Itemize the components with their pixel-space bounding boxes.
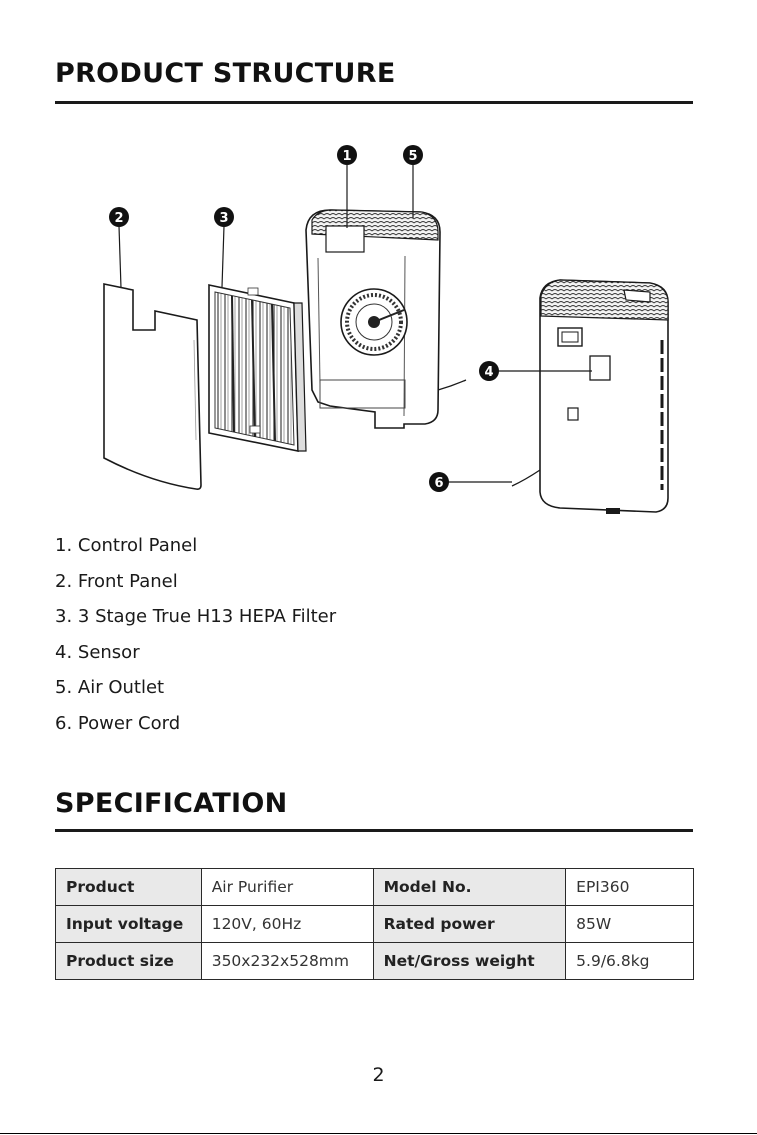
callout-6: 6 — [429, 472, 449, 492]
purifier-back-illustration — [512, 280, 668, 514]
spec-value: 120V, 60Hz — [201, 906, 373, 943]
parts-list: 1. Control Panel 2. Front Panel 3. 3 Sta… — [55, 532, 336, 745]
spec-value: 350x232x528mm — [201, 943, 373, 980]
callout-5: 5 — [403, 145, 423, 165]
callout-4: 4 — [479, 361, 499, 381]
spec-value: Air Purifier — [201, 869, 373, 906]
product-diagram: 1 5 2 3 4 6 — [0, 140, 757, 530]
structure-title: PRODUCT STRUCTURE — [55, 58, 396, 89]
page-number: 2 — [0, 1064, 757, 1086]
svg-text:1: 1 — [342, 149, 351, 164]
part-air-outlet: 5. Air Outlet — [55, 674, 336, 710]
svg-text:3: 3 — [219, 211, 228, 226]
part-hepa-filter: 3. 3 Stage True H13 HEPA Filter — [55, 603, 336, 639]
front-panel-illustration — [104, 284, 201, 489]
spec-label: Input voltage — [56, 906, 202, 943]
specification-title: SPECIFICATION — [55, 788, 288, 819]
specification-rule — [55, 829, 693, 832]
part-power-cord: 6. Power Cord — [55, 710, 336, 746]
table-row: Input voltage 120V, 60Hz Rated power 85W — [56, 906, 694, 943]
part-front-panel: 2. Front Panel — [55, 568, 336, 604]
page-bottom-rule — [0, 1133, 757, 1134]
specification-table: Product Air Purifier Model No. EPI360 In… — [55, 868, 694, 980]
spec-value: 85W — [566, 906, 694, 943]
callout-2: 2 — [109, 207, 129, 227]
spec-label: Product — [56, 869, 202, 906]
callout-3: 3 — [214, 207, 234, 227]
spec-label: Model No. — [373, 869, 566, 906]
part-control-panel: 1. Control Panel — [55, 532, 336, 568]
hepa-filter-illustration — [209, 285, 306, 451]
svg-text:6: 6 — [434, 476, 443, 491]
table-row: Product Air Purifier Model No. EPI360 — [56, 869, 694, 906]
svg-text:5: 5 — [408, 149, 417, 164]
part-sensor: 4. Sensor — [55, 639, 336, 675]
purifier-open-illustration — [306, 210, 466, 428]
structure-rule — [55, 101, 693, 104]
svg-text:2: 2 — [114, 211, 123, 226]
spec-value: EPI360 — [566, 869, 694, 906]
svg-text:4: 4 — [484, 365, 493, 380]
spec-value: 5.9/6.8kg — [566, 943, 694, 980]
spec-label: Rated power — [373, 906, 566, 943]
spec-label: Product size — [56, 943, 202, 980]
table-row: Product size 350x232x528mm Net/Gross wei… — [56, 943, 694, 980]
callout-1: 1 — [337, 145, 357, 165]
spec-label: Net/Gross weight — [373, 943, 566, 980]
